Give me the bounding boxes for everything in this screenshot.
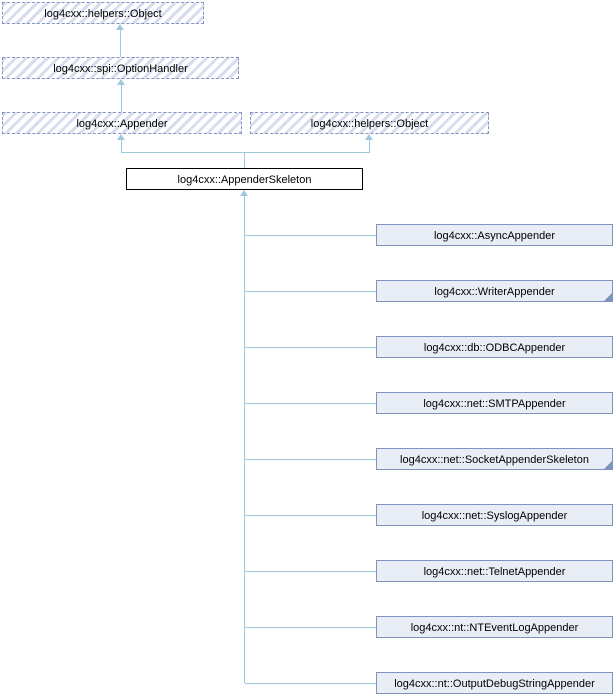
inheritance-edge [245, 571, 376, 572]
inheritance-edge [245, 627, 376, 628]
inheritance-edge [244, 152, 245, 168]
inheritance-edge [121, 140, 122, 152]
class-node-telnet-appender[interactable]: log4cxx::net::TelnetAppender [376, 560, 613, 582]
inheritance-arrowhead-icon [365, 134, 373, 140]
class-node-nteventlog-appender[interactable]: log4cxx::nt::NTEventLogAppender [376, 616, 613, 638]
class-node-label: log4cxx::WriterAppender [434, 286, 555, 298]
inheritance-edge [245, 683, 376, 684]
class-node-helpers-object-top: log4cxx::helpers::Object [2, 2, 204, 24]
class-node-odbc-appender[interactable]: log4cxx::db::ODBCAppender [376, 336, 613, 358]
class-node-helpers-object-right: log4cxx::helpers::Object [250, 112, 489, 134]
has-subclasses-indicator-icon [604, 461, 612, 469]
inheritance-edge [120, 30, 121, 57]
inheritance-edge [245, 459, 376, 460]
inheritance-trunk-edge [244, 196, 245, 683]
inheritance-arrowhead-icon [240, 190, 248, 196]
class-node-socket-appender-skeleton[interactable]: log4cxx::net::SocketAppenderSkeleton [376, 448, 613, 470]
inheritance-edge [245, 403, 376, 404]
inheritance-arrowhead-icon [117, 79, 125, 85]
inheritance-edge [245, 515, 376, 516]
inheritance-edge-bus [121, 152, 370, 153]
inheritance-edge [245, 347, 376, 348]
class-node-smtp-appender[interactable]: log4cxx::net::SMTPAppender [376, 392, 613, 414]
class-node-outputdebugstring-appender[interactable]: log4cxx::nt::OutputDebugStringAppender [376, 672, 613, 694]
inheritance-edge [245, 235, 376, 236]
class-node-option-handler: log4cxx::spi::OptionHandler [2, 57, 239, 79]
inheritance-arrowhead-icon [117, 134, 125, 140]
class-node-appender: log4cxx::Appender [2, 112, 242, 134]
class-node-syslog-appender[interactable]: log4cxx::net::SyslogAppender [376, 504, 613, 526]
inheritance-edge [245, 291, 376, 292]
has-subclasses-indicator-icon [604, 293, 612, 301]
inheritance-edge [369, 140, 370, 152]
inheritance-edge [121, 85, 122, 112]
class-node-async-appender[interactable]: log4cxx::AsyncAppender [376, 224, 613, 246]
inheritance-arrowhead-icon [116, 24, 124, 30]
class-node-label: log4cxx::net::SocketAppenderSkeleton [400, 454, 589, 466]
class-node-writer-appender[interactable]: log4cxx::WriterAppender [376, 280, 613, 302]
class-node-appender-skeleton: log4cxx::AppenderSkeleton [126, 168, 363, 190]
